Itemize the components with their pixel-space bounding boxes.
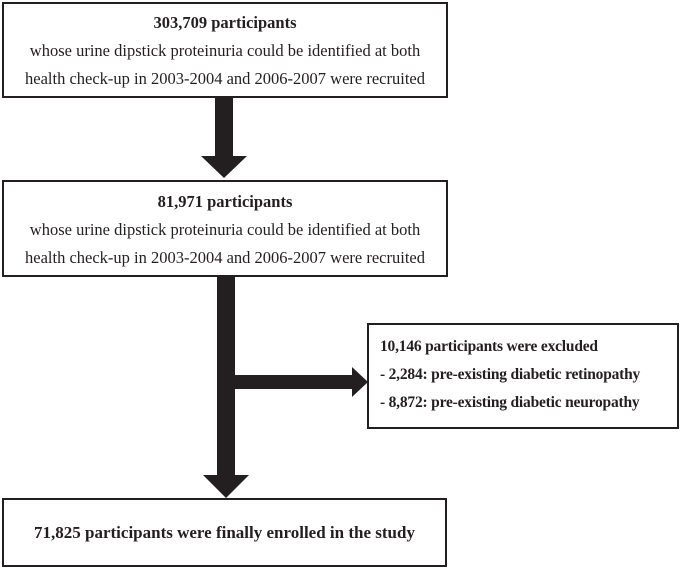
arrow-top-to-second-shaft bbox=[215, 97, 233, 157]
box-recruited-second: 81,971 participants whose urine dipstick… bbox=[2, 180, 448, 277]
box-excluded-item-retinopathy: - 2,284: pre-existing diabetic retinopat… bbox=[380, 366, 641, 383]
box-final-enrolled: 71,825 participants were finally enrolle… bbox=[2, 498, 447, 567]
box-recruited-initial-heading: 303,709 participants bbox=[153, 13, 297, 32]
box-recruited-second-line2: health check-up in 2003-2004 and 2006-20… bbox=[25, 248, 425, 267]
box-recruited-second-heading: 81,971 participants bbox=[157, 192, 293, 211]
box-excluded-heading: 10,146 participants were excluded bbox=[380, 338, 598, 355]
arrow-top-to-second-head-icon bbox=[201, 156, 247, 178]
box-final-enrolled-heading: 71,825 participants were finally enrolle… bbox=[34, 522, 415, 542]
box-recruited-initial-line2: health check-up in 2003-2004 and 2006-20… bbox=[25, 69, 425, 88]
arrow-branch-to-exclusion-head-icon bbox=[352, 367, 368, 397]
arrow-branch-to-exclusion-shaft bbox=[234, 375, 353, 389]
box-recruited-second-line1: whose urine dipstick proteinuria could b… bbox=[29, 220, 421, 239]
box-excluded-item-neuropathy: - 8,872: pre-existing diabetic neuropath… bbox=[380, 394, 640, 411]
box-recruited-initial: 303,709 participants whose urine dipstic… bbox=[2, 2, 448, 98]
arrow-second-to-final-head-icon bbox=[203, 475, 249, 498]
box-excluded: 10,146 participants were excluded - 2,28… bbox=[367, 323, 679, 429]
arrow-second-to-final-shaft bbox=[217, 276, 235, 476]
box-recruited-initial-line1: whose urine dipstick proteinuria could b… bbox=[29, 41, 421, 60]
